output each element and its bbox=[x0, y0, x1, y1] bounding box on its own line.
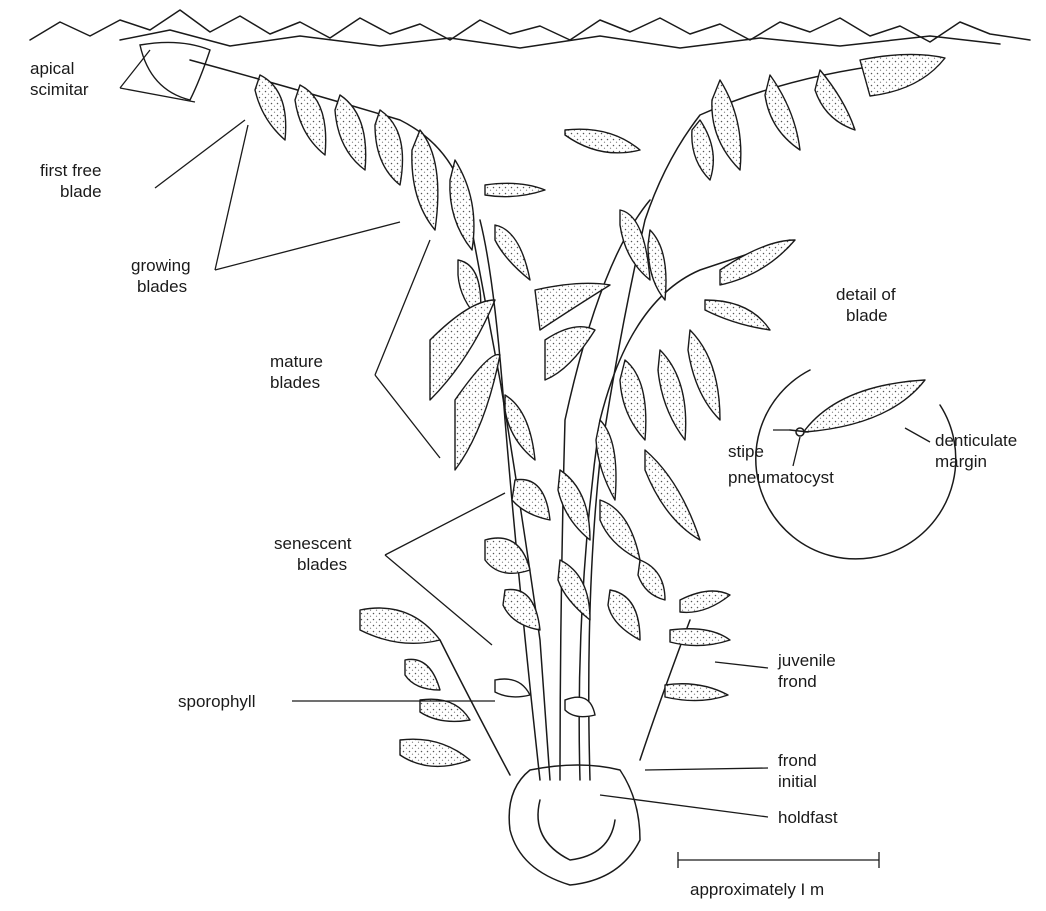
mature-blade bbox=[620, 360, 646, 440]
mature-blade bbox=[535, 283, 610, 330]
senescent-blade bbox=[638, 560, 665, 600]
leader-juvenile-frond bbox=[715, 662, 768, 668]
leader-first-free-blade bbox=[155, 120, 245, 188]
label-apical-scimitar: apical scimitar bbox=[30, 59, 89, 99]
label-stipe: stipe bbox=[728, 442, 764, 461]
lower-left-blade bbox=[360, 608, 440, 643]
senescent-blade bbox=[512, 480, 550, 521]
canopy-blade bbox=[765, 75, 800, 150]
apical-scimitar-shape bbox=[140, 42, 210, 100]
mature-blade bbox=[648, 230, 666, 300]
growing-blade bbox=[450, 160, 474, 250]
senescent-blade bbox=[558, 560, 590, 620]
mature-blade bbox=[495, 225, 530, 280]
left-canopy-stipe bbox=[190, 60, 550, 780]
canopy-blade bbox=[860, 54, 945, 96]
leader-pneumatocyst bbox=[793, 437, 800, 466]
detail-blade-shape bbox=[805, 380, 925, 432]
senescent-blade bbox=[608, 590, 640, 640]
sporophyll-shape bbox=[495, 679, 530, 697]
juvenile-blade bbox=[665, 684, 728, 701]
juvenile-blade bbox=[670, 629, 730, 646]
leader-frond-initial bbox=[645, 768, 768, 770]
lower-left-blade bbox=[405, 659, 440, 690]
mature-blade bbox=[505, 395, 535, 460]
growing-blade bbox=[335, 95, 366, 170]
leader-holdfast bbox=[600, 795, 768, 817]
mature-blade bbox=[720, 240, 795, 285]
label-detail-of-blade: detail of blade bbox=[836, 285, 900, 325]
growing-blade bbox=[295, 85, 326, 155]
label-growing-blades: growing blades bbox=[131, 256, 195, 296]
juvenile-blade bbox=[680, 591, 730, 612]
holdfast-inner bbox=[538, 800, 615, 860]
water-surface-back bbox=[120, 30, 1000, 48]
senescent-blade bbox=[645, 450, 700, 540]
label-denticulate-margin: denticulate margin bbox=[935, 431, 1022, 471]
holdfast-shape bbox=[509, 765, 640, 885]
label-frond-initial: frond initial bbox=[778, 751, 821, 791]
canopy-blade bbox=[712, 80, 741, 170]
lower-left-blade bbox=[420, 699, 470, 721]
lower-left-blade bbox=[400, 739, 470, 766]
senescent-blade bbox=[485, 538, 530, 573]
sporophyll-shape bbox=[565, 697, 595, 717]
mature-blade bbox=[485, 183, 545, 196]
mature-blade bbox=[705, 300, 770, 330]
water-surface bbox=[30, 10, 1030, 42]
scale-bar bbox=[678, 852, 879, 868]
mature-blade bbox=[688, 330, 720, 420]
mature-blade bbox=[658, 350, 686, 440]
label-mature-blades: mature blades bbox=[270, 352, 328, 392]
label-holdfast: holdfast bbox=[778, 808, 838, 827]
canopy-blade bbox=[692, 120, 714, 180]
senescent-blade bbox=[600, 500, 640, 560]
leader-denticulate-margin bbox=[905, 428, 930, 442]
growing-blade bbox=[375, 110, 403, 185]
label-scale-bar: approximately I m bbox=[690, 880, 824, 899]
label-sporophyll: sporophyll bbox=[178, 692, 256, 711]
mature-blade bbox=[596, 420, 616, 500]
label-pneumatocyst: pneumatocyst bbox=[728, 468, 834, 487]
mature-blade bbox=[545, 327, 595, 380]
mature-blade bbox=[455, 355, 500, 470]
senescent-blade bbox=[503, 590, 540, 631]
label-first-free-blade: first free blade bbox=[40, 161, 106, 201]
mature-blade bbox=[565, 129, 640, 153]
leader-growing-blades bbox=[215, 125, 400, 270]
label-juvenile-frond: juvenile frond bbox=[777, 651, 840, 691]
canopy-blade bbox=[815, 70, 855, 130]
label-senescent-blades: senescent blades bbox=[274, 534, 356, 574]
